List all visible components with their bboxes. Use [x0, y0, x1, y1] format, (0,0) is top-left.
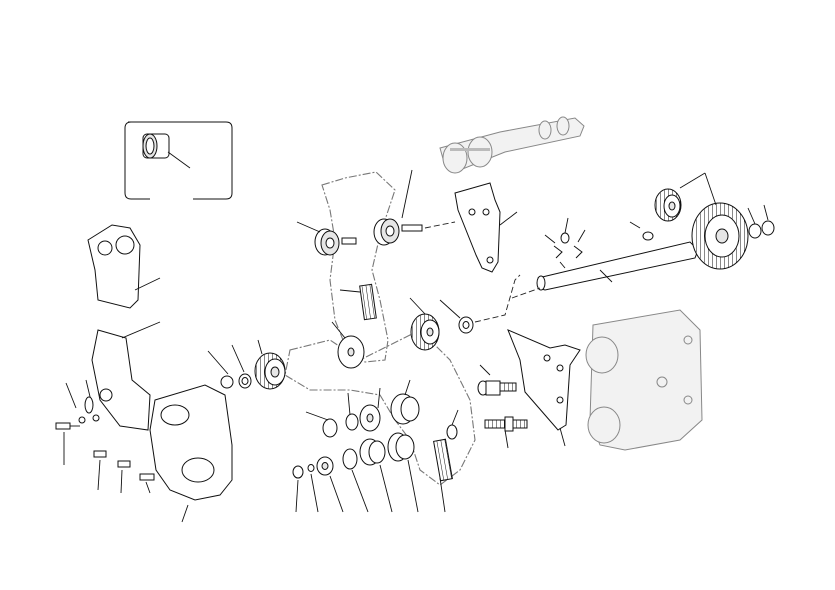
left-pulley-group: [207, 339, 286, 390]
lower-idler-group: [292, 379, 459, 513]
cover-bolts: [55, 379, 155, 494]
idler-pulleys: [296, 169, 456, 256]
inset-box: [124, 121, 233, 200]
middle-cover: [91, 321, 161, 431]
camshaft-assembly: [511, 172, 775, 299]
tensioner-bracket: [454, 182, 518, 273]
mounting-plate: [507, 329, 581, 447]
lower-cover: [149, 384, 233, 523]
center-gear-group: [331, 274, 521, 369]
engine-block: [585, 309, 703, 451]
camshaft-upper: [439, 116, 585, 174]
timing-belt-paths: [284, 171, 476, 486]
upper-cover: [87, 224, 161, 309]
tensioner-studs: [477, 364, 528, 449]
bushing-part: [142, 133, 191, 169]
belt-segment: [339, 283, 377, 321]
